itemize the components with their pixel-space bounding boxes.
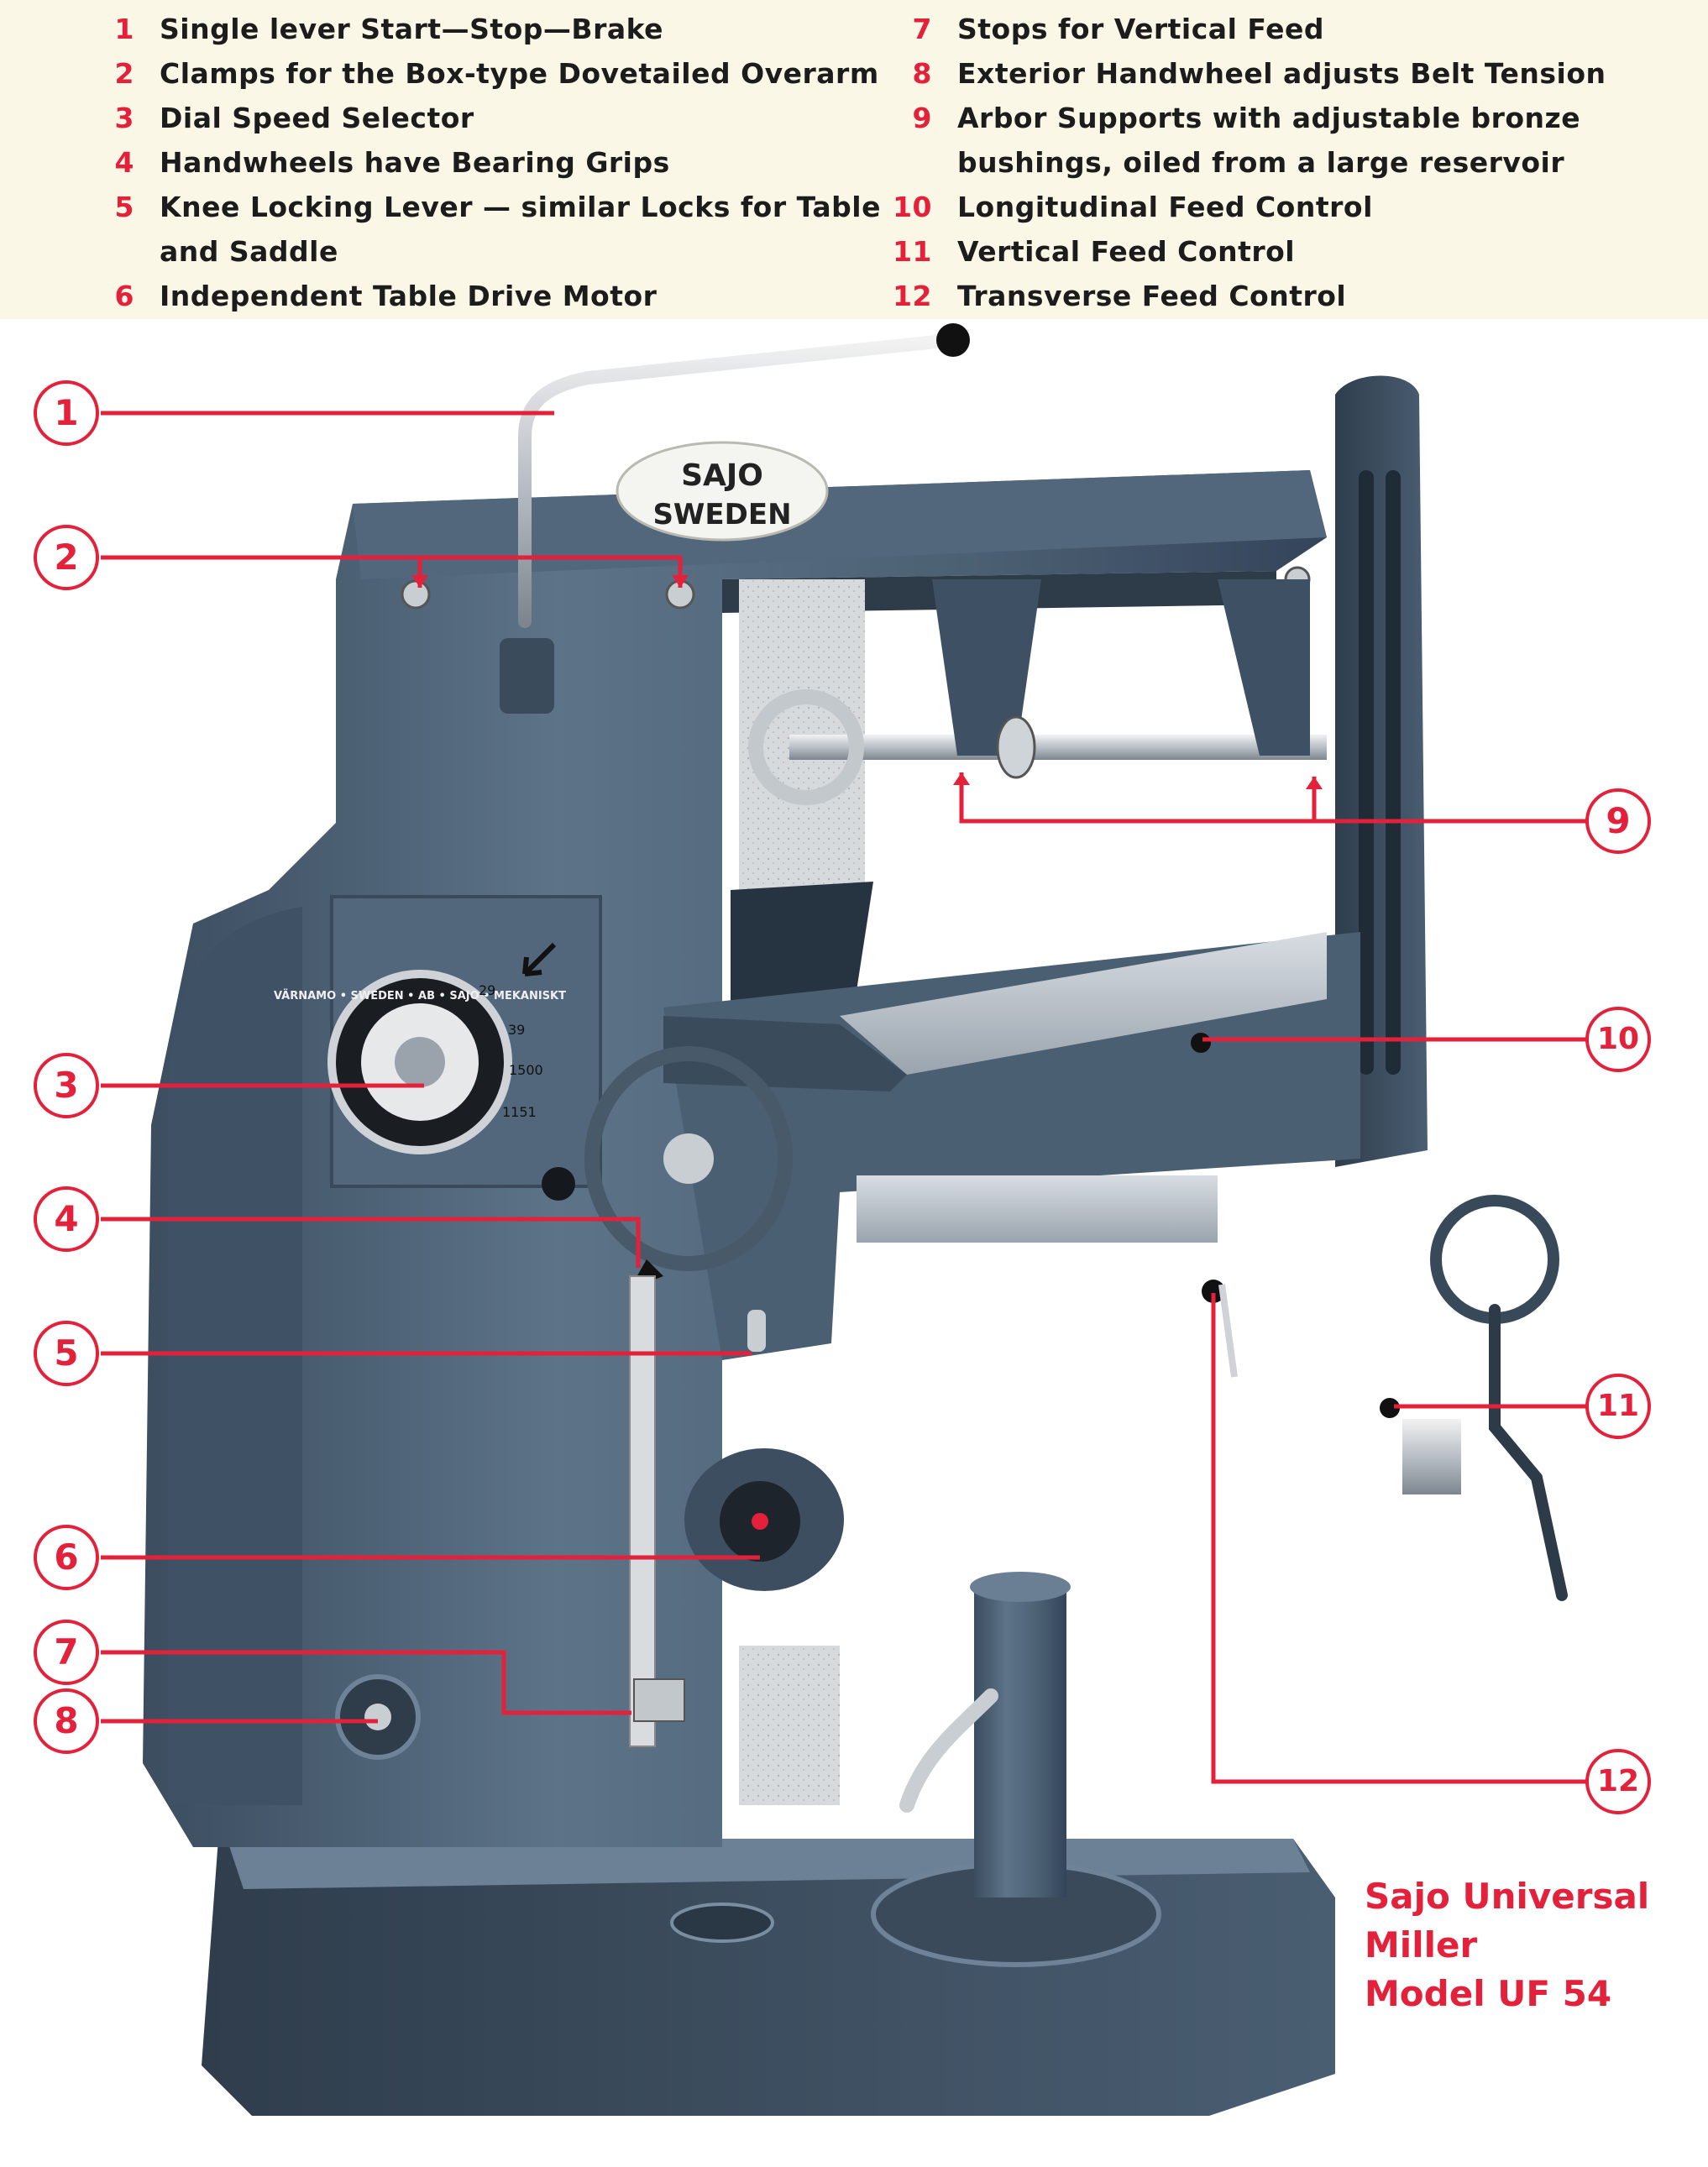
caption-line1: Sajo Universal xyxy=(1365,1876,1650,1917)
callout-7: 7 xyxy=(34,1620,99,1685)
legend-item: 5 Knee Locking Lever — similar Locks for … xyxy=(84,185,890,274)
callout-11: 11 xyxy=(1585,1374,1651,1439)
legend-text: Transverse Feed Control xyxy=(957,280,1347,312)
arbor xyxy=(789,735,1327,760)
dial-speed-1500: 1500 xyxy=(509,1062,543,1078)
legend-item: 12 Transverse Feed Control xyxy=(882,274,1688,318)
callout-1: 1 xyxy=(34,380,99,446)
work-table xyxy=(840,932,1327,1075)
arbor-support xyxy=(932,579,1041,756)
coolant-drain xyxy=(670,1903,774,1943)
milling-machine-illustration: SAJO SWEDEN VÄRNAMO • SWEDEN • AB • SAJO… xyxy=(101,323,1587,2116)
caption-line2: Miller xyxy=(1365,1924,1478,1965)
legend-text: Exterior Handwheel adjusts Belt Tension xyxy=(957,57,1606,90)
elevating-screw-column xyxy=(974,1587,1066,1897)
legend-text: Stops for Vertical Feed xyxy=(957,13,1324,45)
legend-number: 9 xyxy=(912,102,932,134)
saddle xyxy=(857,1175,1218,1243)
longitudinal-feed-knob xyxy=(1191,1033,1211,1053)
legend-number: 1 xyxy=(114,13,134,45)
legend-text: Clamps for the Box-type Dovetailed Overa… xyxy=(160,57,879,90)
legend-item: 8 Exterior Handwheel adjusts Belt Tension xyxy=(882,51,1688,96)
legend-number: 7 xyxy=(912,13,932,45)
start-stop-lever xyxy=(518,333,960,628)
handwheel xyxy=(584,1046,793,1271)
legend-text: Vertical Feed Control xyxy=(957,235,1296,268)
motor-vent-icon xyxy=(752,1513,768,1530)
callout-5: 5 xyxy=(34,1321,99,1386)
legend-text: Arbor Supports with adjustable bronze bu… xyxy=(957,102,1581,179)
legend-item: 11 Vertical Feed Control xyxy=(882,229,1688,274)
legend-text: Dial Speed Selector xyxy=(160,102,474,134)
side-housing xyxy=(168,907,302,1805)
dial-ring-text: VÄRNAMO • SWEDEN • AB • SAJO • MEKANISKT xyxy=(274,989,566,1002)
legend-item: 10 Longitudinal Feed Control xyxy=(882,185,1688,229)
legend-text: Independent Table Drive Motor xyxy=(160,280,658,312)
legend-text: Knee Locking Lever — similar Locks for T… xyxy=(160,191,881,268)
legend-number: 3 xyxy=(114,102,134,134)
vertical-feed-crank xyxy=(1489,1304,1568,1601)
overarm xyxy=(353,470,1327,579)
vertical-feed-knob xyxy=(1380,1398,1400,1418)
callout-9: 9 xyxy=(1585,788,1651,854)
legend-item: 4 Handwheels have Bearing Grips xyxy=(84,140,890,185)
dial-speed-39: 39 xyxy=(508,1022,525,1038)
lever-knob xyxy=(936,323,970,357)
badge-line2: SWEDEN xyxy=(652,498,791,531)
overarm-clamp-nut xyxy=(401,579,431,610)
dial-speed-1151: 1151 xyxy=(502,1104,537,1120)
legend-number: 4 xyxy=(114,146,134,179)
callout-lines xyxy=(101,411,1587,1784)
callout-8: 8 xyxy=(34,1688,99,1754)
callout-4: 4 xyxy=(34,1186,99,1252)
legend-text: Handwheels have Bearing Grips xyxy=(160,146,670,179)
legend-number: 10 xyxy=(893,191,932,223)
callout-12: 12 xyxy=(1585,1749,1651,1814)
legend-number: 8 xyxy=(912,57,932,90)
coolant-pipe xyxy=(899,1688,998,1813)
legend-number: 6 xyxy=(114,280,134,312)
legend-text: Longitudinal Feed Control xyxy=(957,191,1373,223)
legend-number: 11 xyxy=(893,235,932,268)
dial-arrow-icon xyxy=(522,942,557,976)
dial-speed-29: 29 xyxy=(479,982,495,998)
badge-line1: SAJO xyxy=(681,458,763,493)
callout-6: 6 xyxy=(34,1525,99,1590)
vertical-feed-stop-rod xyxy=(629,1275,656,1747)
legend-item: 9 Arbor Supports with adjustable bronze b… xyxy=(882,96,1688,185)
model-caption: Sajo Universal Miller Model UF 54 xyxy=(1365,1872,1649,2018)
callout-3: 3 xyxy=(34,1053,99,1118)
main-column xyxy=(143,470,1327,1847)
legend-number: 5 xyxy=(114,191,134,223)
callout-10: 10 xyxy=(1585,1007,1651,1072)
knee-lock-lever xyxy=(747,1310,766,1352)
legend-text: Single lever Start—Stop—Brake xyxy=(160,13,664,45)
caption-line3: Model UF 54 xyxy=(1365,1973,1612,2014)
sajo-badge xyxy=(616,441,829,542)
callout-2: 2 xyxy=(34,525,99,590)
transverse-handwheel xyxy=(1430,1195,1559,1324)
legend-number: 2 xyxy=(114,57,134,90)
legend-item: 2 Clamps for the Box-type Dovetailed Over… xyxy=(84,51,890,96)
legend-item: 1 Single lever Start—Stop—Brake xyxy=(84,7,890,51)
legend-item: 6 Independent Table Drive Motor xyxy=(84,274,890,318)
legend-item: 3 Dial Speed Selector xyxy=(84,96,890,140)
legend-item: 7 Stops for Vertical Feed xyxy=(882,7,1688,51)
legend-number: 12 xyxy=(893,280,932,312)
arbor-support xyxy=(1218,579,1310,756)
legend: 1 Single lever Start—Stop—Brake 2 Clamps f… xyxy=(0,0,1708,319)
